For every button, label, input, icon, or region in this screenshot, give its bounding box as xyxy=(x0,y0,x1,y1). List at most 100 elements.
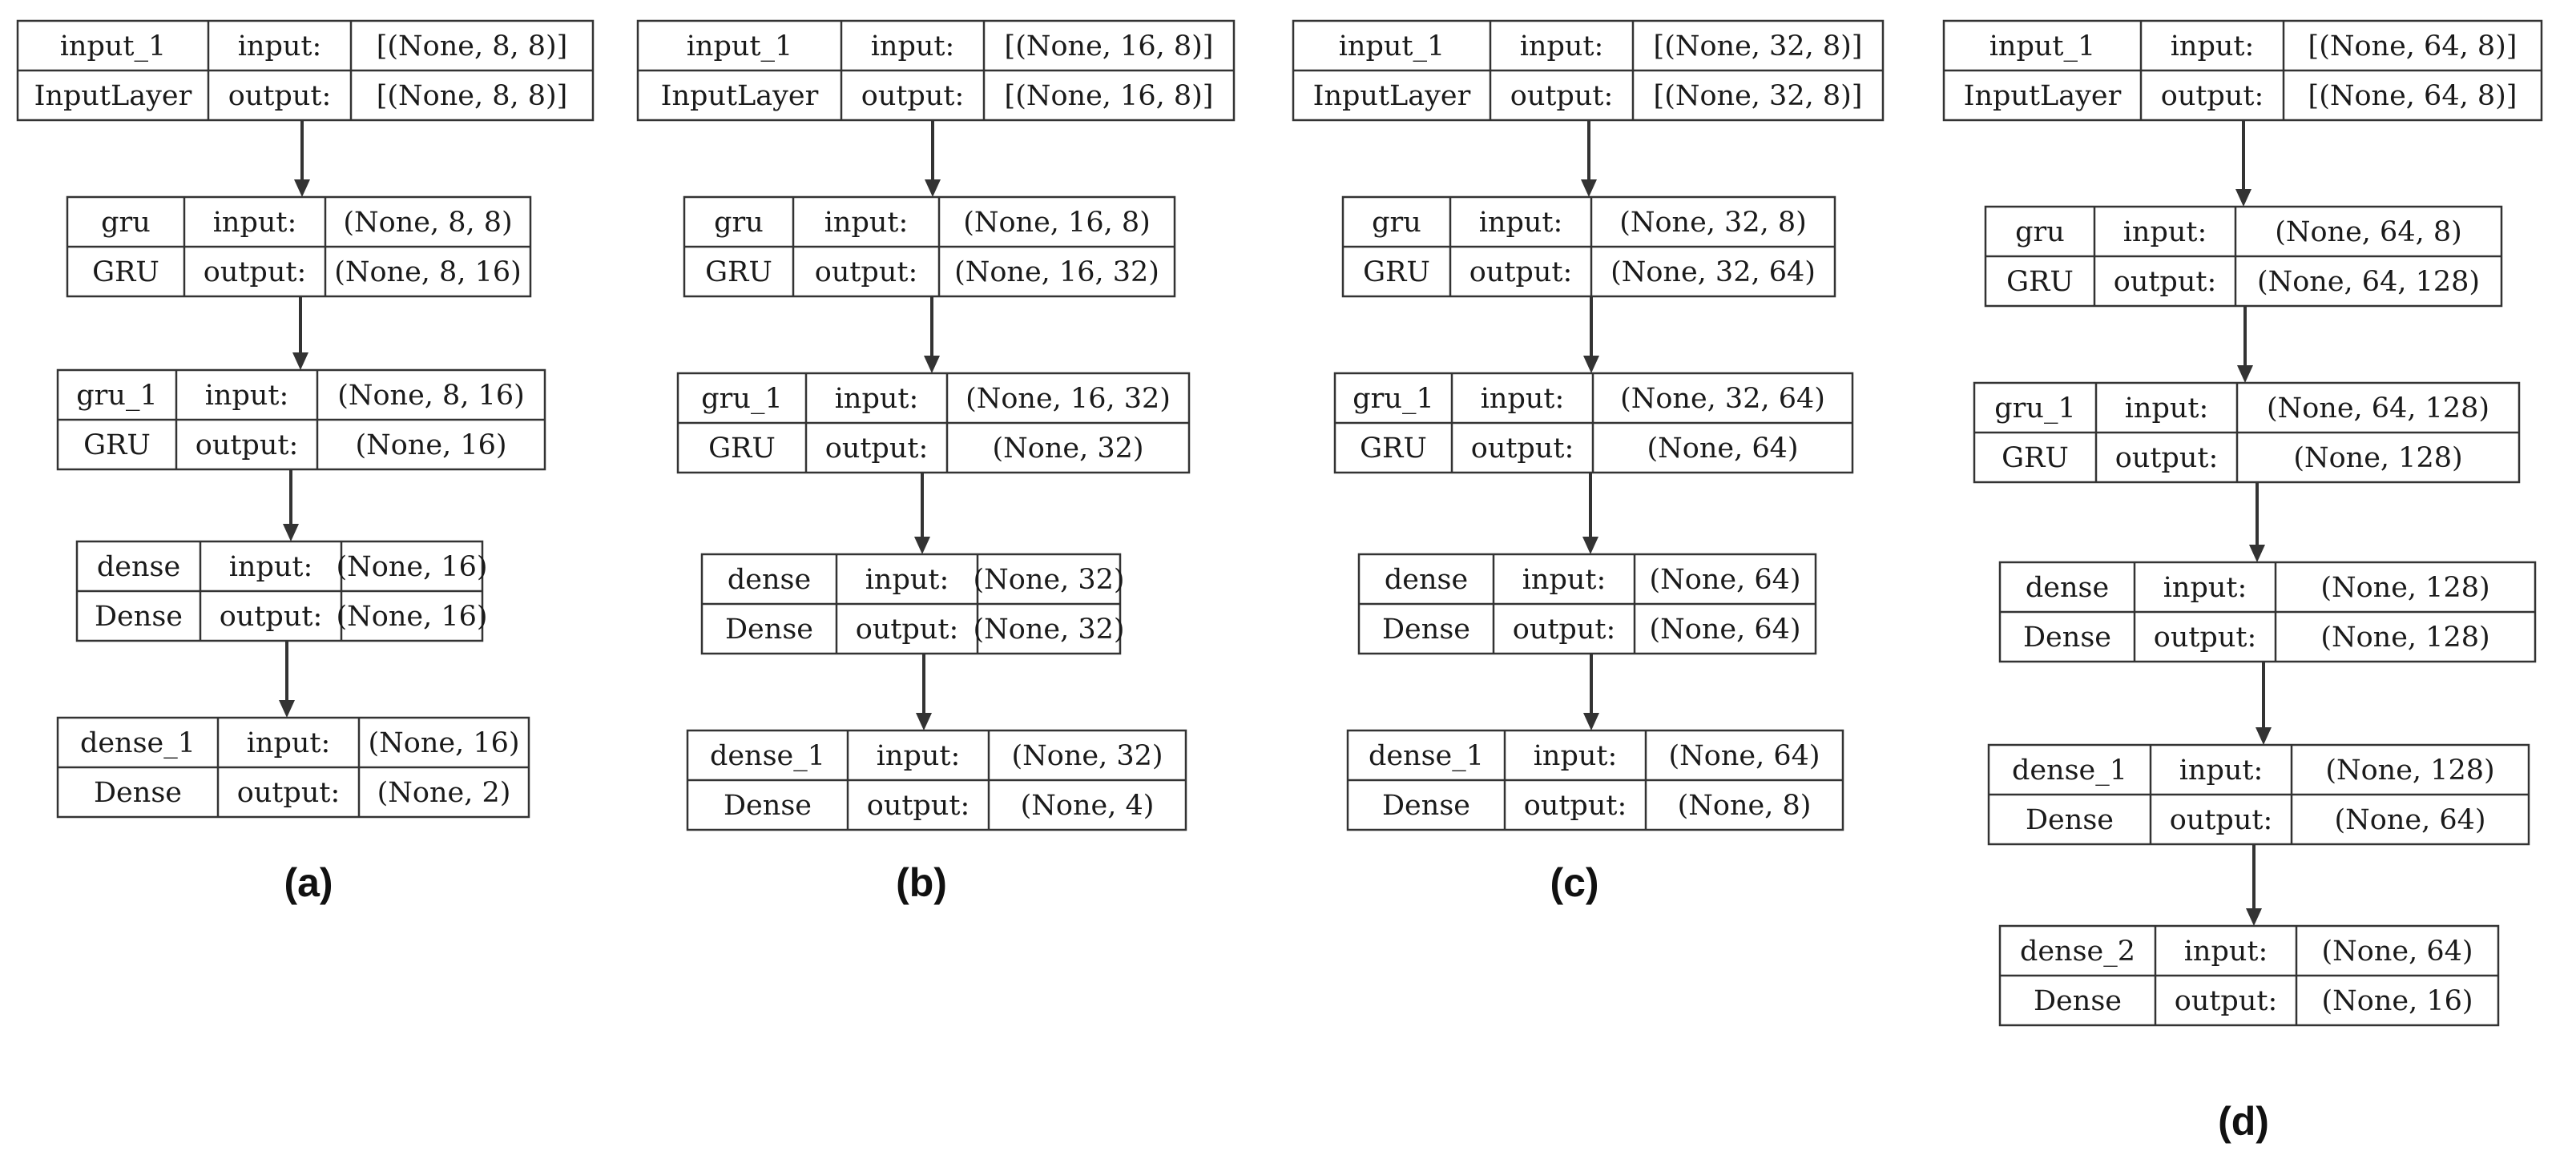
output-label: output: xyxy=(2161,80,2264,112)
output-label: output: xyxy=(1524,790,1627,822)
output-label: output: xyxy=(1469,256,1572,288)
layer-type: InputLayer xyxy=(1313,80,1471,112)
output-shape: (None, 2) xyxy=(377,777,511,809)
layer-type: GRU xyxy=(708,433,776,465)
input-label: input: xyxy=(877,740,961,772)
input-label: input: xyxy=(871,30,955,62)
input-shape: (None, 8, 8) xyxy=(343,207,512,239)
output-shape: (None, 64) xyxy=(2334,804,2485,836)
output-shape: (None, 32) xyxy=(973,614,1124,646)
output-shape: [(None, 64, 8)] xyxy=(2308,80,2518,112)
layer-type: InputLayer xyxy=(34,80,192,112)
output-shape: (None, 16, 32) xyxy=(954,256,1159,288)
input-shape: (None, 32, 8) xyxy=(1619,207,1807,239)
layer-name: input_1 xyxy=(60,30,167,62)
arrow-head-icon xyxy=(283,524,299,541)
panel-d: input_1 input: [(None, 64, 8)] InputLayer ou… xyxy=(1942,19,2543,1144)
output-label: output: xyxy=(861,80,964,112)
output-shape: (None, 32) xyxy=(992,433,1143,465)
layer-name: gru_1 xyxy=(1994,392,2075,425)
layer-name: input_1 xyxy=(1989,30,2096,62)
output-label: output: xyxy=(856,614,958,646)
arrow-head-icon xyxy=(1582,537,1598,554)
input-shape: (None, 128) xyxy=(2325,755,2494,787)
input-label: input: xyxy=(2179,755,2264,787)
input-label: input: xyxy=(238,30,322,62)
output-shape: (None, 4) xyxy=(1021,790,1155,822)
output-shape: (None, 64) xyxy=(1647,433,1798,465)
panel-caption: (c) xyxy=(1550,860,1598,905)
input-label: input: xyxy=(2163,572,2247,604)
input-label: input: xyxy=(1479,207,1563,239)
layer-type: InputLayer xyxy=(661,80,819,112)
output-label: output: xyxy=(228,80,331,112)
input-shape: [(None, 16, 8)] xyxy=(1005,30,1214,62)
arrow-head-icon xyxy=(924,356,940,373)
layer-type: GRU xyxy=(2002,442,2069,474)
layer-name: input_1 xyxy=(1339,30,1445,62)
input-shape: (None, 32) xyxy=(973,564,1124,596)
input-label: input: xyxy=(2125,392,2209,425)
layer-name: gru xyxy=(101,207,151,239)
input-shape: (None, 64) xyxy=(1668,740,1820,772)
layer-name: gru_1 xyxy=(1353,383,1433,415)
output-label: output: xyxy=(2170,804,2272,836)
output-shape: (None, 64) xyxy=(1649,614,1800,646)
panel-caption: (b) xyxy=(896,860,947,905)
output-shape: (None, 16) xyxy=(355,429,506,461)
layer-name: dense xyxy=(728,564,811,596)
arrow-head-icon xyxy=(2256,727,2272,745)
layer-type: GRU xyxy=(83,429,151,461)
output-label: output: xyxy=(237,777,340,809)
input-shape: (None, 64, 128) xyxy=(2267,392,2489,425)
arrow-head-icon xyxy=(1581,179,1597,197)
input-label: input: xyxy=(2184,936,2268,968)
layer-type: InputLayer xyxy=(1964,80,2122,112)
arrow-head-icon xyxy=(916,713,932,730)
layer-type: Dense xyxy=(725,614,813,646)
output-label: output: xyxy=(1471,433,1574,465)
arrow-head-icon xyxy=(2235,189,2251,207)
input-label: input: xyxy=(213,207,297,239)
layer-type: GRU xyxy=(2006,266,2074,298)
arrow-head-icon xyxy=(1583,356,1599,373)
output-shape: (None, 16) xyxy=(2321,985,2473,1017)
output-label: output: xyxy=(825,433,928,465)
arrow-head-icon xyxy=(925,179,941,197)
layer-type: Dense xyxy=(95,601,183,633)
layer-type: Dense xyxy=(724,790,812,822)
layer-type: GRU xyxy=(92,256,159,288)
arrow-head-icon xyxy=(2249,545,2265,562)
output-label: output: xyxy=(867,790,970,822)
input-shape: [(None, 64, 8)] xyxy=(2308,30,2518,62)
layer-type: Dense xyxy=(2034,985,2122,1017)
input-shape: (None, 8, 16) xyxy=(337,380,525,412)
layer-name: gru xyxy=(1372,207,1421,239)
output-shape: (None, 64, 128) xyxy=(2257,266,2480,298)
output-label: output: xyxy=(2175,985,2277,1017)
arrow-head-icon xyxy=(2237,365,2253,383)
layer-name: dense_1 xyxy=(80,727,196,759)
input-shape: (None, 128) xyxy=(2320,572,2489,604)
input-label: input: xyxy=(1522,564,1606,596)
edges xyxy=(279,120,310,718)
output-label: output: xyxy=(2114,266,2216,298)
output-label: output: xyxy=(204,256,306,288)
arrow-head-icon xyxy=(2246,908,2262,926)
output-shape: (None, 16) xyxy=(336,601,487,633)
layer-type: GRU xyxy=(705,256,772,288)
input-label: input: xyxy=(1534,740,1618,772)
